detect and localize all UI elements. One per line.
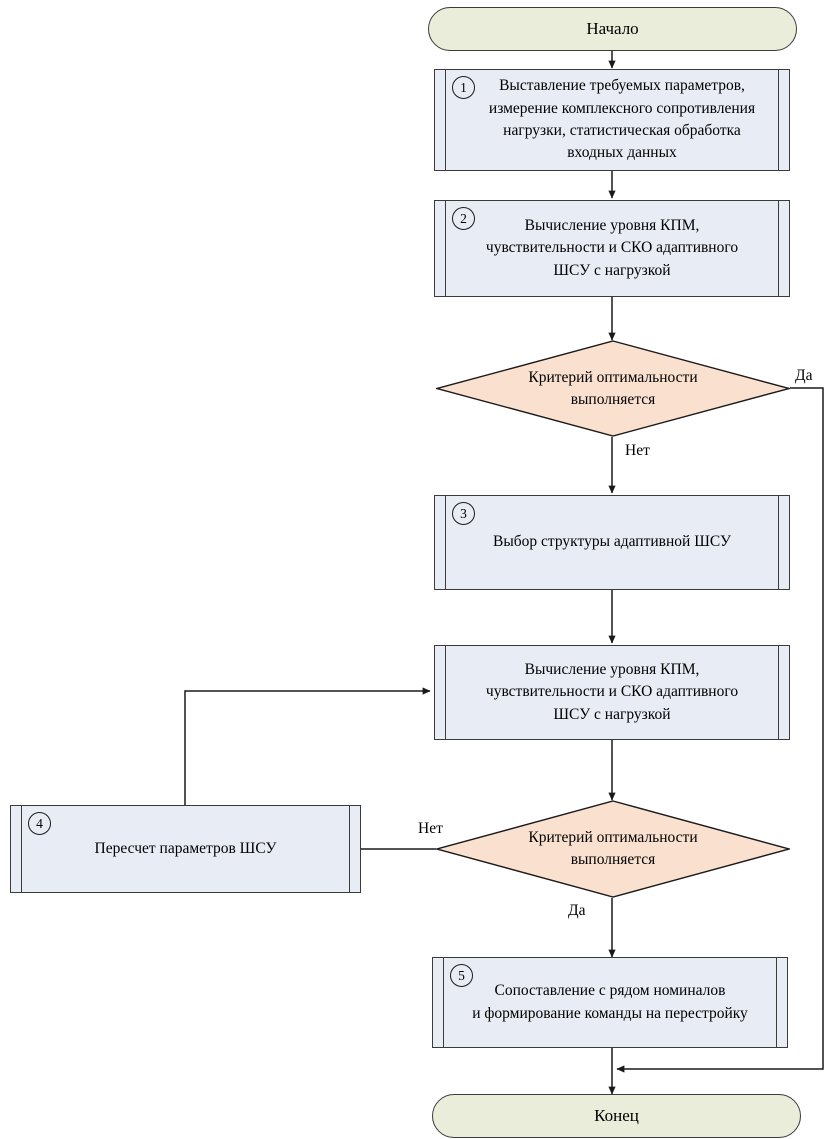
node-start[interactable]: Начало bbox=[428, 7, 797, 51]
decision-diamond-shape bbox=[436, 800, 790, 898]
node-end[interactable]: Конец bbox=[432, 1094, 801, 1138]
process-rule-right bbox=[778, 201, 779, 296]
process-rule-right bbox=[349, 806, 350, 892]
node-decision2-label: Критерий оптимальности выполняется bbox=[528, 829, 698, 868]
node-end-label: Конец bbox=[594, 1106, 639, 1126]
process-rule-right bbox=[778, 496, 779, 589]
process-rule-left bbox=[445, 70, 446, 170]
step-number-badge-2: 2 bbox=[452, 207, 475, 230]
node-decision2[interactable]: Критерий оптимальности выполняется bbox=[436, 800, 790, 898]
process-rule-left bbox=[445, 201, 446, 296]
process-rule-right bbox=[778, 646, 779, 739]
process-rule-right bbox=[776, 958, 777, 1047]
step-number-badge-1: 1 bbox=[452, 76, 475, 99]
node-step4[interactable]: 4 Пересчет параметров ШСУ bbox=[10, 805, 361, 893]
edge-label-decision2-no: Нет bbox=[418, 820, 443, 837]
process-rule-left bbox=[443, 958, 444, 1047]
node-step4-label: Пересчет параметров ШСУ bbox=[94, 839, 277, 857]
step-number-badge-3: 3 bbox=[452, 502, 475, 525]
edge-label-decision1-no: Нет bbox=[625, 442, 650, 459]
step-number-badge-4: 4 bbox=[28, 812, 51, 835]
edge-label-decision1-yes: Да bbox=[795, 367, 813, 384]
node-decision1-label: Критерий оптимальности выполняется bbox=[528, 368, 698, 408]
edge-label-decision2-yes: Да bbox=[568, 902, 586, 919]
step-number-badge-5: 5 bbox=[450, 964, 473, 987]
process-rule-left bbox=[445, 646, 446, 739]
edge-step4-feedback-to-recalc bbox=[184, 687, 431, 805]
node-decision1[interactable]: Критерий оптимальности выполняется bbox=[436, 340, 790, 437]
node-step1[interactable]: 1 Выставление требуемых параметров, изме… bbox=[434, 69, 790, 171]
node-step2-label: Вычисление уровня КПМ, чувствительности … bbox=[485, 216, 739, 279]
node-recalc-eval[interactable]: Вычисление уровня КПМ, чувствительности … bbox=[434, 645, 790, 740]
node-step3[interactable]: 3 Выбор структуры адаптивной ШСУ bbox=[434, 495, 790, 590]
process-rule-left bbox=[21, 806, 22, 892]
node-step5-label: Сопоставление с рядом номиналов и формир… bbox=[472, 982, 748, 1022]
node-step1-label: Выставление требуемых параметров, измере… bbox=[488, 77, 756, 162]
node-recalc-eval-label: Вычисление уровня КПМ, чувствительности … bbox=[485, 660, 739, 723]
node-step5[interactable]: 5 Сопоставление с рядом номиналов и форм… bbox=[432, 957, 788, 1048]
node-step3-label: Выбор структуры адаптивной ШСУ bbox=[493, 533, 731, 551]
process-rule-left bbox=[445, 496, 446, 589]
decision-diamond-shape bbox=[436, 340, 790, 437]
node-start-label: Начало bbox=[586, 19, 639, 39]
node-step2[interactable]: 2 Вычисление уровня КПМ, чувствительност… bbox=[434, 200, 790, 297]
process-rule-right bbox=[778, 70, 779, 170]
